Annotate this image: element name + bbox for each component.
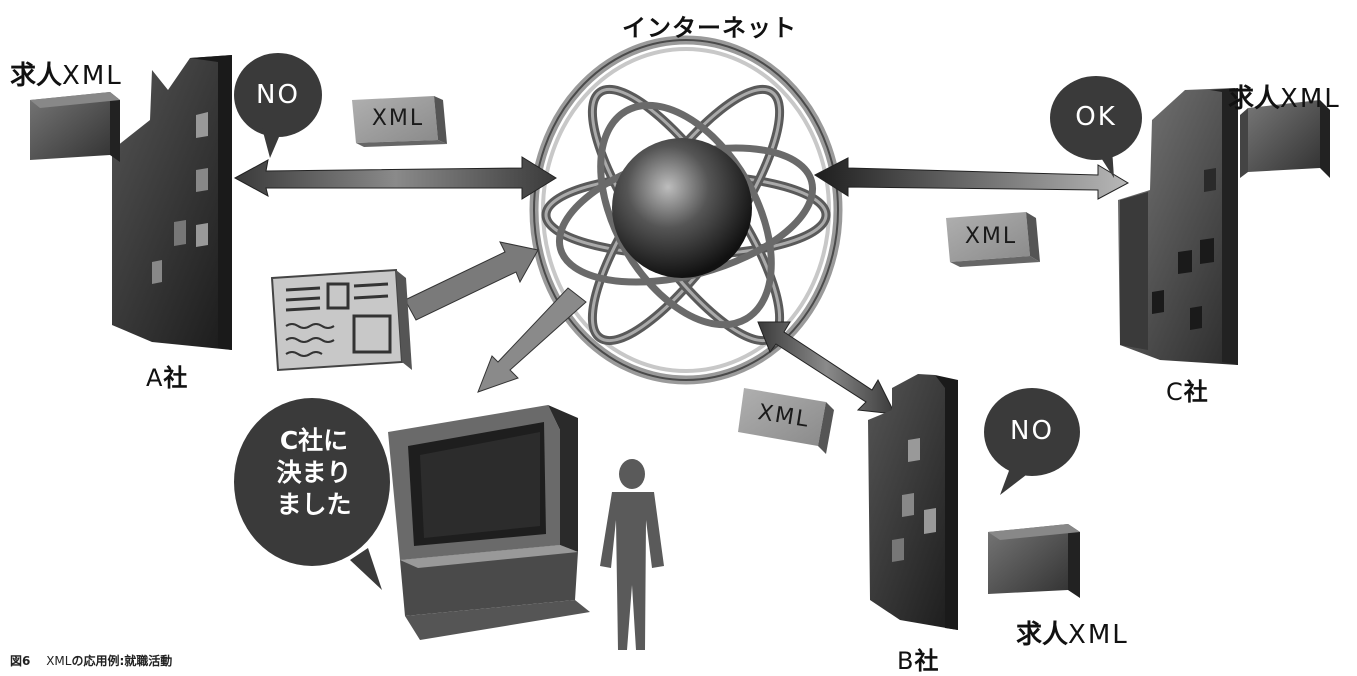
company-b-suffix: 社: [914, 647, 939, 675]
company-a-label: A社: [146, 358, 187, 393]
arrow-c-internet: [813, 157, 1130, 200]
speech-bubble-decision: [234, 398, 390, 590]
xml-document-c-label: XML: [964, 224, 1018, 249]
arrow-internet-computer: [477, 287, 587, 393]
xml-document-a-label: XML: [371, 106, 425, 131]
job-xml-label-kanji: 求人: [1228, 84, 1281, 114]
response-b: NO: [1010, 416, 1054, 446]
company-a-letter: A: [146, 364, 164, 392]
company-b-letter: B: [897, 647, 915, 675]
decision-line-3: ました: [276, 490, 352, 519]
figure-caption: 図6 XMLの応用例:就職活動: [10, 652, 172, 669]
job-form-document-icon: [270, 268, 412, 372]
internet-globe: [529, 35, 843, 385]
company-c-letter: C: [1166, 378, 1184, 406]
arrow-a-internet: [233, 156, 557, 200]
response-a: NO: [256, 80, 300, 110]
caption-title-rest: の応用例:就職活動: [71, 654, 173, 668]
decision-line-2: 決まり: [276, 458, 352, 487]
xml-document-a: [352, 96, 447, 147]
decision-message: C社に 決まり ました: [264, 425, 364, 521]
company-c-label: C社: [1166, 372, 1208, 407]
job-xml-label-c: 求人XML: [1228, 78, 1341, 115]
internet-label: インターネット: [622, 14, 797, 42]
job-xml-cube-c: [1240, 100, 1330, 178]
company-b-label: B社: [897, 641, 938, 676]
caption-figure-number: 図6: [10, 654, 31, 668]
job-xml-label-a: 求人XML: [10, 55, 123, 92]
job-xml-label-xml: XML: [1280, 84, 1341, 114]
job-xml-label-kanji: 求人: [1016, 620, 1069, 650]
job-xml-label-xml: XML: [1068, 620, 1129, 650]
computer-icon: [388, 405, 590, 640]
job-xml-label-kanji: 求人: [10, 61, 63, 91]
xml-document-c: [946, 212, 1040, 267]
speech-bubble-b: [984, 388, 1080, 495]
job-xml-cube-a: [30, 92, 120, 162]
job-xml-cube-b: [988, 524, 1080, 598]
decision-line-1: C社に: [279, 426, 349, 455]
job-xml-label-b: 求人XML: [1016, 614, 1129, 651]
caption-title-prefix: XML: [46, 654, 72, 668]
speech-bubble-c: [1050, 76, 1142, 178]
response-c: OK: [1075, 102, 1117, 132]
company-b-building: [868, 374, 958, 630]
company-a-building: [112, 55, 232, 350]
company-c-suffix: 社: [1183, 378, 1208, 406]
speech-bubble-a: [234, 53, 322, 158]
xml-document-b: [738, 388, 834, 454]
job-xml-label-xml: XML: [62, 61, 123, 91]
person-icon: [600, 459, 664, 650]
company-a-suffix: 社: [163, 364, 188, 392]
arrow-form-internet: [404, 241, 539, 321]
company-c-building: [1118, 88, 1238, 365]
